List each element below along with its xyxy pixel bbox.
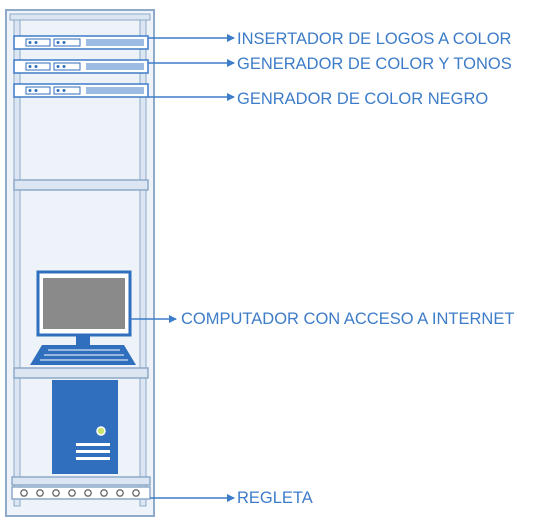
label-color-tone-generator: GENERADOR DE COLOR Y TONOS	[237, 55, 512, 73]
computer-keyboard	[30, 345, 136, 365]
computer-shelf	[13, 367, 149, 379]
computer-tower	[52, 380, 118, 474]
device-black-color-generator	[13, 83, 149, 98]
power-strip	[11, 476, 151, 500]
label-black-color-generator: GENRADOR DE COLOR NEGRO	[237, 90, 489, 108]
device-logo-inserter	[13, 35, 149, 50]
device-color-tone-generator	[13, 59, 149, 74]
rack-shelf	[13, 179, 149, 191]
computer-monitor	[36, 270, 132, 345]
label-logo-inserter: INSERTADOR DE LOGOS A COLOR	[237, 30, 512, 48]
label-computer: COMPUTADOR CON ACCESO A INTERNET	[181, 310, 515, 328]
label-power-strip: REGLETA	[237, 489, 313, 507]
